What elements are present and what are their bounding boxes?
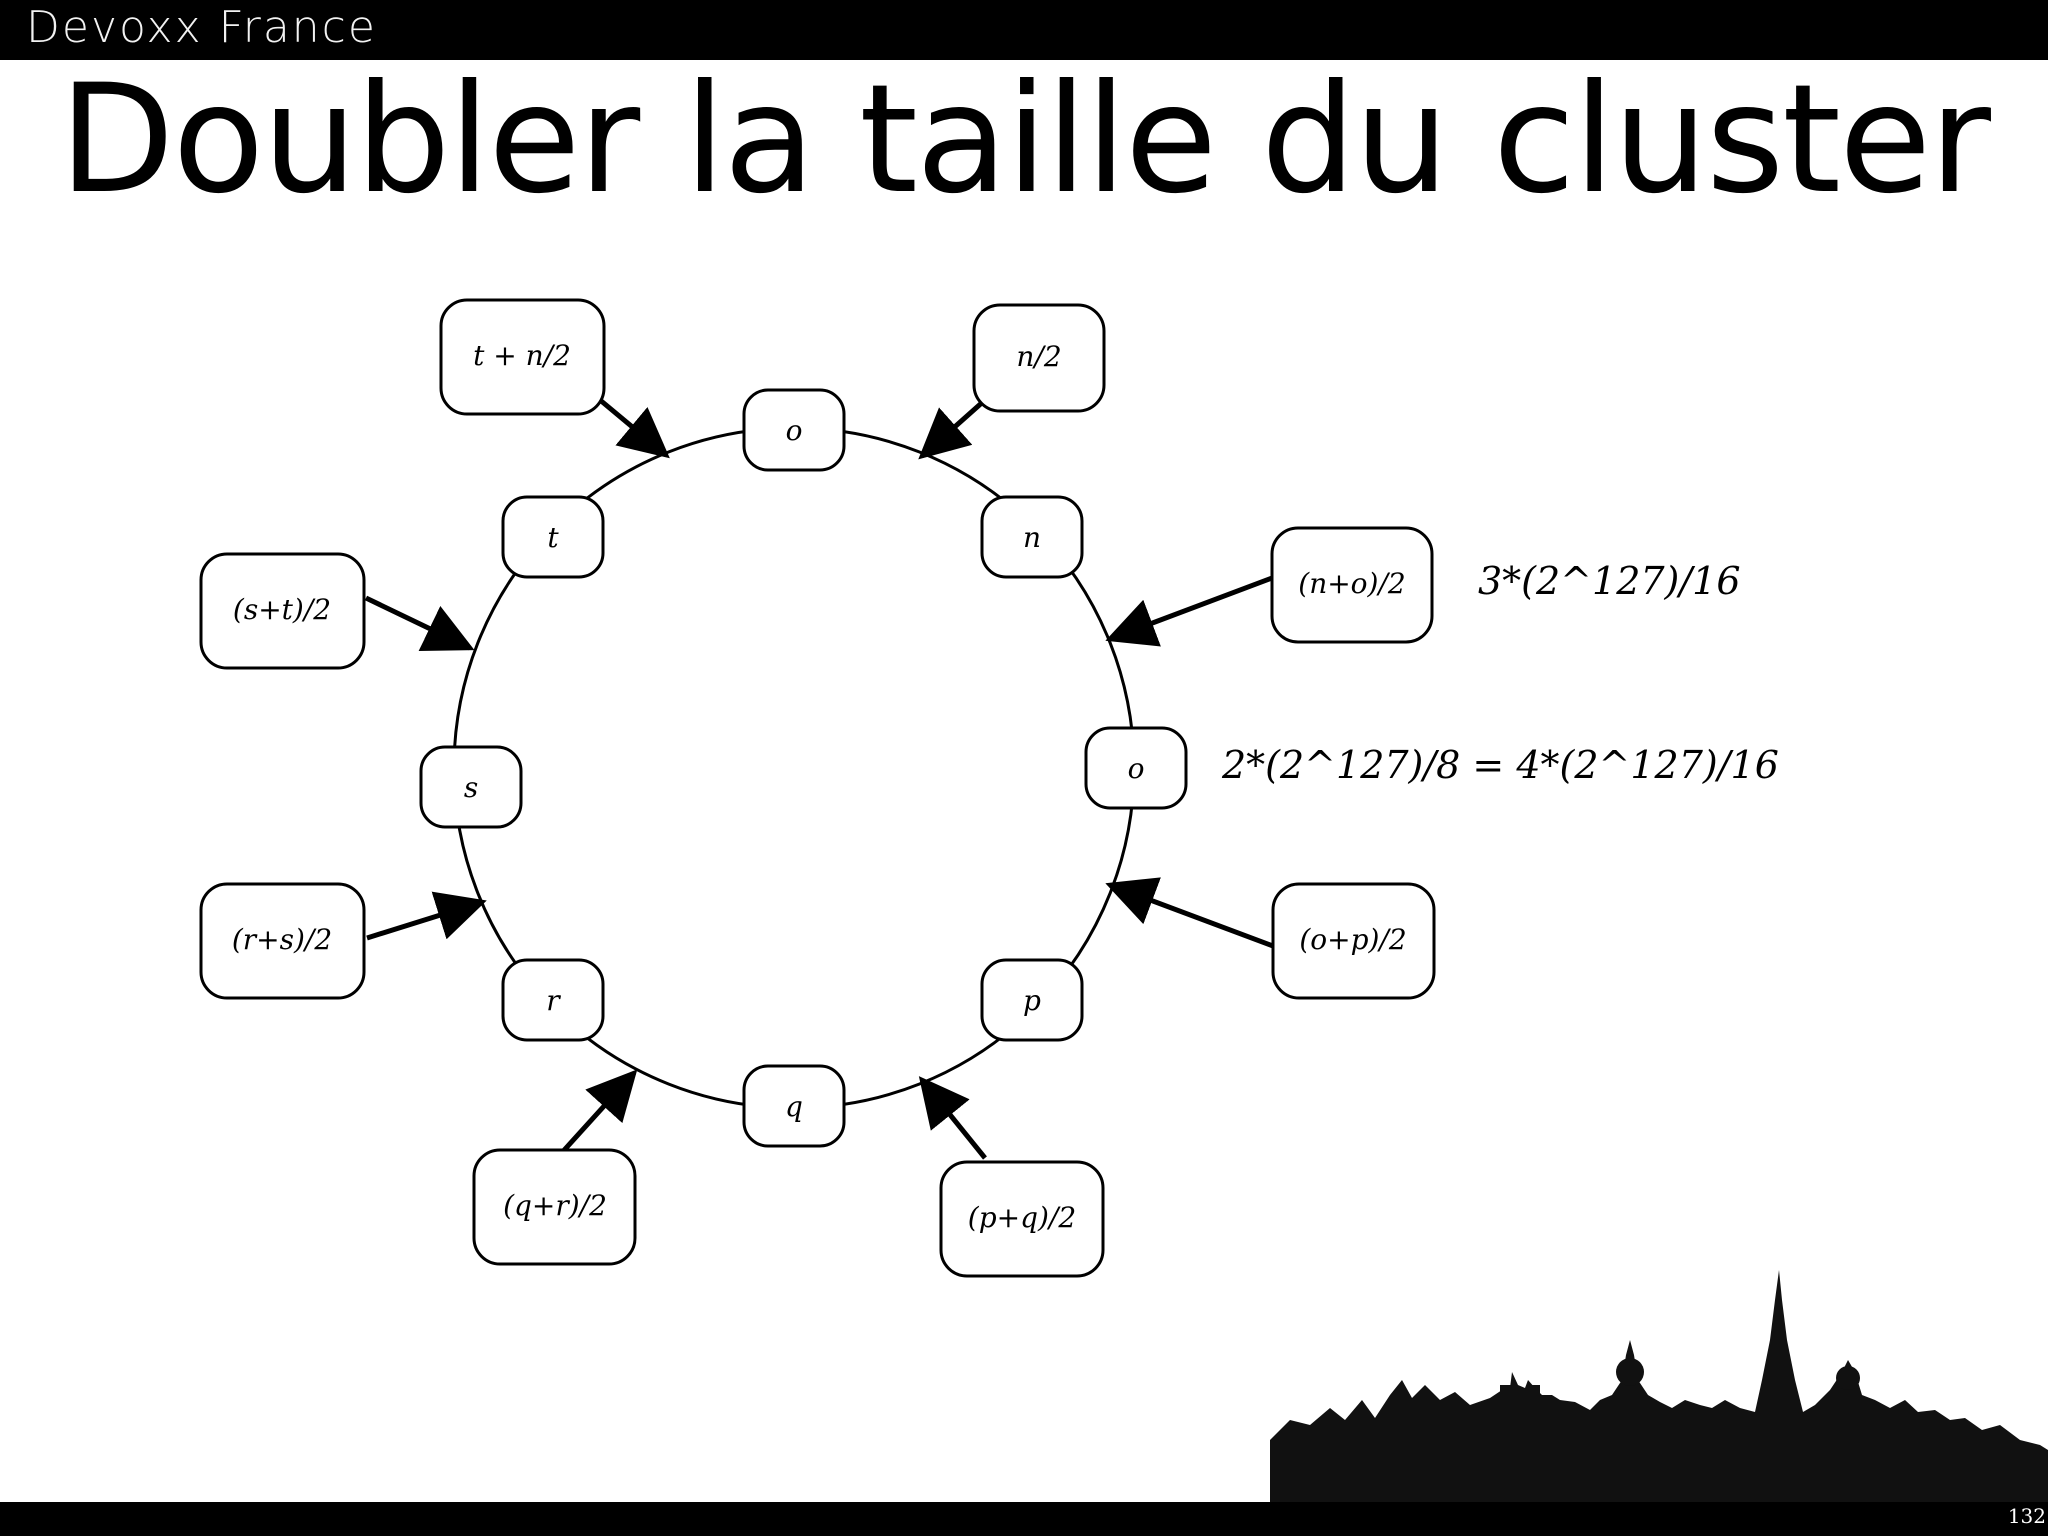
new-node-p-q: (p+q)/2 [939,1160,1105,1278]
paris-skyline-icon [1270,1270,2048,1502]
new-node-q-r: (q+r)/2 [472,1148,637,1266]
node-label: o [1128,752,1145,785]
arrow-new-node-8 [598,398,670,459]
arrow-new-node-3 [1105,877,1274,949]
page-number: 132 [2007,1504,2046,1528]
slide-title: Doubler la taille du cluster [59,53,1991,227]
ring-node-top-right: n [980,495,1084,579]
new-node-n-o: (n+o)/2 [1270,526,1434,644]
new-node-label: (r+s)/2 [232,923,332,956]
arrow-new-node-4 [918,1076,987,1160]
node-label: r [546,984,561,1017]
ring-node-right: o [1084,726,1188,810]
ring-node-top: o [742,388,846,472]
new-node-label: t + n/2 [473,339,571,372]
new-node-label: (q+r)/2 [503,1189,607,1222]
node-label: t [547,521,559,554]
token-annotation-1: 3*(2^127)/16 [1478,559,1741,603]
footer-bar [0,1502,2048,1536]
new-node-label: (o+p)/2 [1299,923,1406,956]
node-label: s [464,771,478,804]
node-label: n [1023,521,1041,554]
header-bar: Devoxx France [0,0,2048,60]
arrow-new-node-1 [918,398,987,460]
new-node-label: (n+o)/2 [1298,567,1405,600]
node-label: q [785,1090,803,1123]
new-node-label: n/2 [1016,340,1061,373]
ring-node-bottom-right: p [980,958,1084,1042]
arrow-new-node-6 [366,891,487,941]
brand-title: Devoxx France [26,2,377,53]
node-label: p [1023,984,1041,1017]
node-label: o [786,414,803,447]
token-annotation-2: 2*(2^127)/8 = 4*(2^127)/16 [1221,743,1779,787]
new-node-t-n-half: t + n/2 [439,298,606,416]
arrow-new-node-5 [555,1069,638,1160]
ring-node-top-left: t [501,495,605,579]
arrow-new-node-7 [364,595,475,652]
ring-node-bottom: q [742,1064,846,1148]
new-node-r-s: (r+s)/2 [199,882,366,1000]
new-node-o-p: (o+p)/2 [1271,882,1436,1000]
ring-node-left: s [419,745,523,829]
arrow-new-node-2 [1105,575,1273,647]
new-node-n-half: n/2 [972,303,1106,413]
new-node-label: (p+q)/2 [968,1201,1076,1234]
new-node-s-t: (s+t)/2 [199,552,366,670]
ring-node-bottom-left: r [501,958,605,1042]
new-node-label: (s+t)/2 [233,593,331,626]
